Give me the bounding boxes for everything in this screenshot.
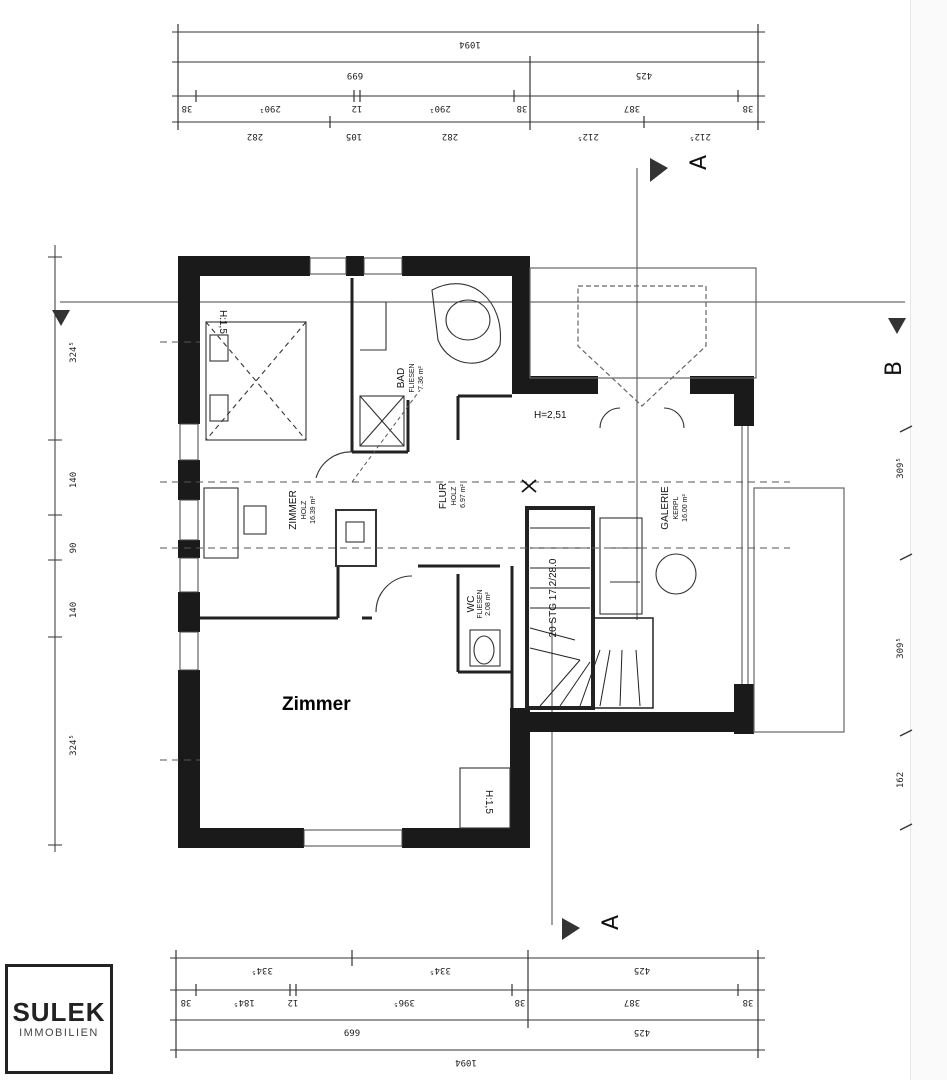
right-dimension-ticks bbox=[899, 425, 913, 831]
dim-top-left: 699 bbox=[347, 70, 363, 80]
dim-right-3: 162 bbox=[896, 772, 906, 788]
dim-b2-7: 38 bbox=[743, 997, 754, 1007]
outer-walls bbox=[178, 256, 754, 848]
section-left-arrow bbox=[52, 310, 70, 326]
room-wc-name: WC bbox=[466, 596, 477, 613]
windows bbox=[179, 257, 403, 847]
room-zimmer-area: 16.39 m² bbox=[310, 496, 317, 524]
height-annotation-flur: H=2,51 bbox=[534, 410, 567, 421]
room-wc-floor: FLIESEN bbox=[477, 589, 484, 618]
dim-b1-3: 425 bbox=[634, 965, 650, 975]
section-b-label: B bbox=[882, 361, 907, 376]
left-dimension-labels: 324⁵ 140 90 140 324⁵ bbox=[69, 341, 79, 756]
dim-r4-5: 212⁵ bbox=[689, 131, 711, 141]
logo-subtitle: IMMOBILIEN bbox=[19, 1027, 99, 1039]
dim-r3-3: 12 bbox=[352, 103, 363, 113]
dim-right-2: 309⁵ bbox=[896, 637, 906, 659]
dim-b3-1: 699 bbox=[344, 1029, 360, 1039]
balcony-outlines bbox=[529, 267, 845, 733]
bottom-dimension-labels: 334⁵ 334⁵ 425 38 184⁵ 12 396⁵ 38 387 38 … bbox=[181, 965, 754, 1067]
room-bad-area: 7.36 m² bbox=[418, 365, 425, 389]
dim-total-bottom: 1094 bbox=[455, 1057, 477, 1067]
dim-top-right: 425 bbox=[636, 70, 652, 80]
dim-left-3: 90 bbox=[69, 543, 79, 554]
inner-walls bbox=[200, 278, 514, 708]
dim-right-1: 309⁵ bbox=[896, 457, 906, 479]
stair-label: 20 STG 17.2/28.0 bbox=[548, 558, 559, 637]
dim-b2-4: 396⁵ bbox=[393, 997, 415, 1007]
room-flur-floor: HOLZ bbox=[451, 486, 458, 505]
section-a-bottom-label: A bbox=[599, 915, 624, 930]
room-flur-area: 6.97 m² bbox=[460, 483, 467, 507]
dim-left-2: 140 bbox=[69, 472, 79, 488]
dim-left-4: 140 bbox=[69, 602, 79, 618]
room-bad-floor: FLIESEN bbox=[409, 363, 416, 392]
room-overlay-label-zimmer: Zimmer bbox=[282, 694, 351, 715]
dim-b3-2: 425 bbox=[634, 1027, 650, 1037]
bottom-dimension-lines bbox=[170, 950, 765, 1058]
room-wc-area: 2.08 m² bbox=[485, 591, 492, 615]
room-flur-name: FLUR bbox=[438, 483, 449, 509]
top-dimension-labels: 1094 699 425 38 290¹ 12 290¹ 38 387 38 2… bbox=[182, 39, 754, 141]
dim-b1-2: 334⁵ bbox=[429, 965, 451, 975]
logo-brand: SULEK bbox=[12, 997, 106, 1027]
page-edge-strip bbox=[910, 0, 947, 1080]
dim-r3-4: 290¹ bbox=[429, 103, 451, 113]
section-a-bottom-arrow bbox=[562, 918, 580, 940]
top-dimension-lines bbox=[172, 24, 765, 130]
section-lines bbox=[60, 168, 905, 925]
dim-b2-3: 12 bbox=[288, 997, 299, 1007]
dim-left-5: 324⁵ bbox=[69, 734, 79, 756]
dim-r4-2: 105 bbox=[346, 131, 362, 141]
room-galerie-floor: KERPL bbox=[673, 496, 680, 519]
dim-b2-5: 38 bbox=[515, 997, 526, 1007]
height-annotation-lower: H:1,5 bbox=[483, 790, 494, 814]
flur-cross-marker bbox=[521, 479, 537, 493]
right-dimension-labels: 309⁵ 309⁵ 162 bbox=[896, 457, 906, 788]
room-bad-name: BAD bbox=[396, 368, 407, 389]
dim-r3-7: 38 bbox=[743, 103, 754, 113]
dim-b2-1: 38 bbox=[181, 997, 192, 1007]
section-b-arrow bbox=[888, 318, 906, 334]
dim-total-top: 1094 bbox=[459, 39, 481, 49]
furniture bbox=[203, 283, 697, 829]
dashed-lines bbox=[160, 341, 790, 761]
dim-r3-6: 387 bbox=[624, 103, 640, 113]
dim-b1-1: 334⁵ bbox=[251, 965, 273, 975]
dim-r4-3: 282 bbox=[442, 131, 458, 141]
dim-r3-2: 290¹ bbox=[259, 103, 281, 113]
dim-b2-2: 184⁵ bbox=[233, 997, 255, 1007]
left-dimension-line bbox=[48, 245, 62, 852]
dim-b2-6: 387 bbox=[624, 997, 640, 1007]
dim-r4-4: 212⁵ bbox=[577, 131, 599, 141]
section-a-top-label: A bbox=[687, 155, 712, 170]
section-markers: A A B bbox=[52, 155, 907, 940]
room-galerie-area: 16.00 m² bbox=[682, 494, 689, 522]
staircase bbox=[525, 506, 654, 710]
bed-outline bbox=[205, 321, 307, 441]
dim-left-1: 324⁵ bbox=[69, 341, 79, 363]
dim-r3-1: 38 bbox=[182, 103, 193, 113]
room-zimmer-floor: HOLZ bbox=[301, 500, 308, 519]
height-annotation-bed: H:1,5 bbox=[217, 310, 228, 334]
sulek-logo: SULEK IMMOBILIEN bbox=[5, 964, 113, 1074]
room-galerie-name: GALERIE bbox=[660, 486, 671, 530]
dim-r4-1: 282 bbox=[247, 131, 263, 141]
room-labels: ZIMMER HOLZ 16.39 m² BAD FLIESEN 7.36 m²… bbox=[217, 310, 689, 814]
room-zimmer-name: ZIMMER bbox=[288, 490, 299, 529]
section-a-top-arrow bbox=[650, 158, 668, 182]
dim-r3-5: 38 bbox=[517, 103, 528, 113]
